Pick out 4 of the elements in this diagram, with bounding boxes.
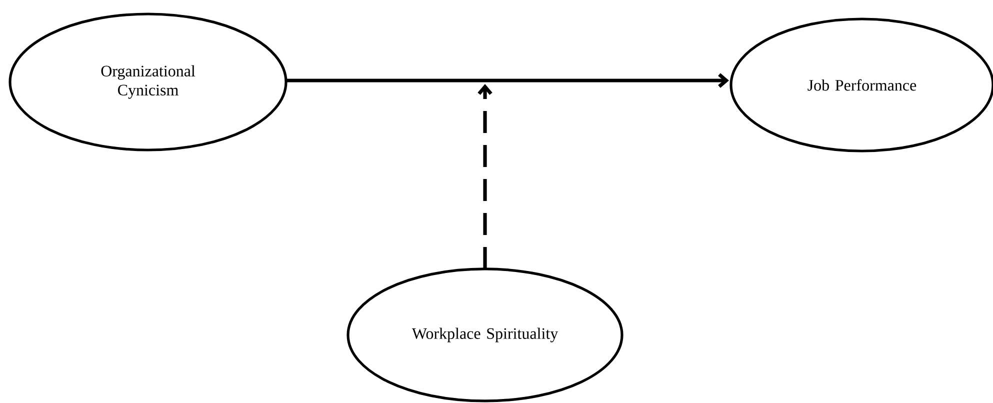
ellipse-node: Organizational Cynicism [8, 12, 288, 152]
arrow [286, 73, 729, 88]
arrow [478, 84, 492, 269]
ellipse-node: Workplace Spirituality [346, 268, 624, 402]
